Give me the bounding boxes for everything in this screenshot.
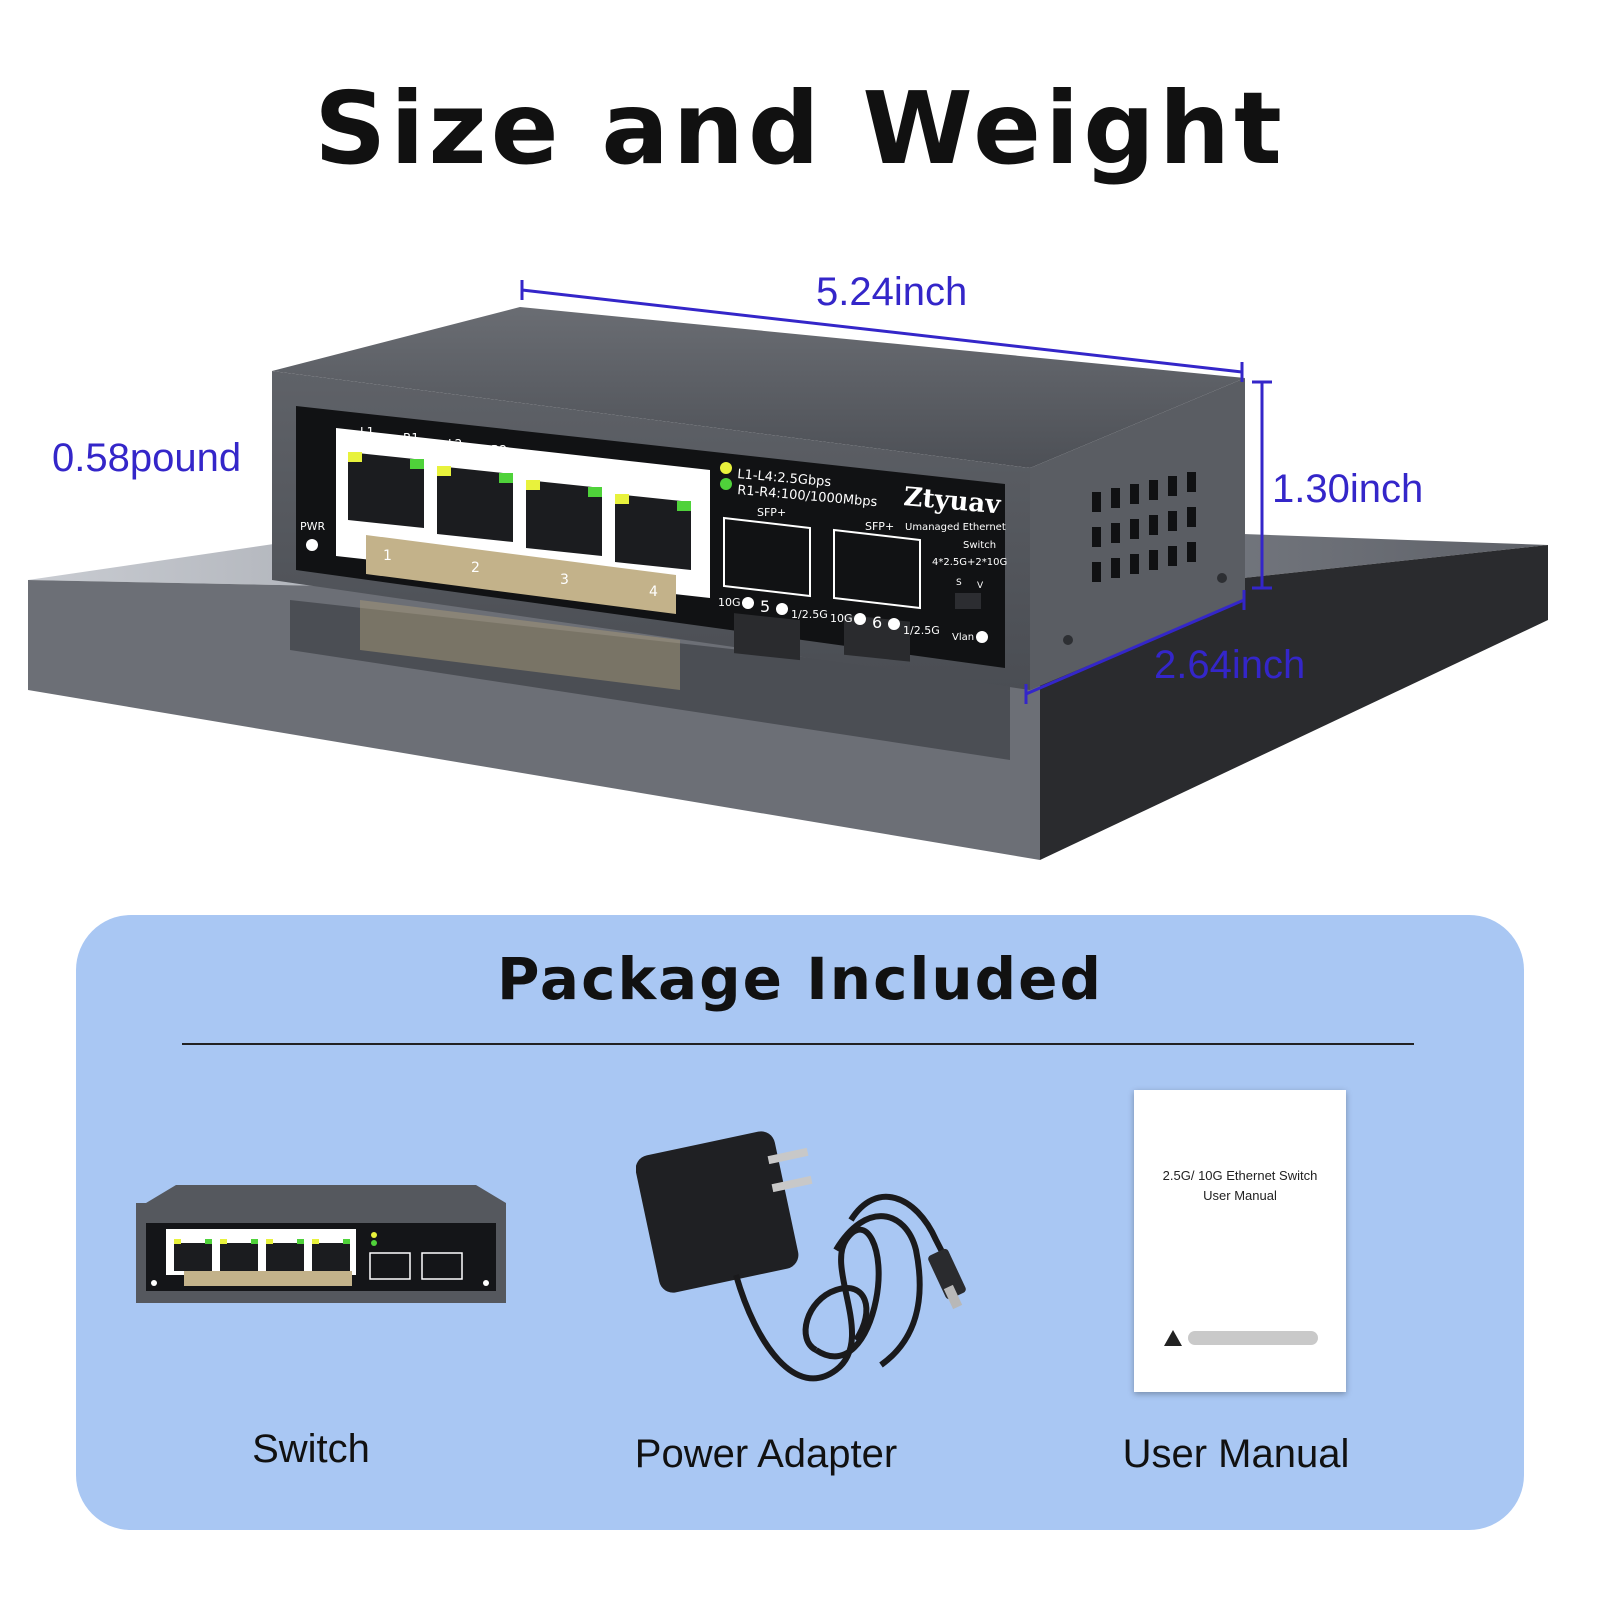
width-dimension: 5.24inch xyxy=(816,270,968,314)
led-label: R1 xyxy=(403,431,419,445)
rj45-port-4 xyxy=(615,494,691,570)
led-icon xyxy=(854,613,866,625)
vlan-led-icon xyxy=(976,631,988,643)
page-title: Size and Weight xyxy=(314,70,1286,187)
led-label: L3 xyxy=(537,450,551,464)
speed-label: 1/2.5G xyxy=(791,608,828,621)
power-adapter-image xyxy=(636,1131,966,1382)
switch-v-label: V xyxy=(977,581,984,591)
led-icon xyxy=(526,480,540,490)
led-icon xyxy=(615,494,629,504)
led-icon xyxy=(410,459,424,469)
led-label: R3 xyxy=(580,456,596,470)
dimension-lines xyxy=(520,280,1272,704)
warning-icon xyxy=(1164,1330,1182,1346)
sfp-port-5 xyxy=(723,516,811,598)
manual-title: 2.5G/ 10G Ethernet Switch xyxy=(1162,1168,1318,1183)
port-number: 4 xyxy=(649,584,658,600)
switch-s-label: S xyxy=(956,578,962,588)
led-icon xyxy=(499,473,513,483)
divider xyxy=(182,1043,1414,1045)
sfp-label: SFP+ xyxy=(865,520,894,533)
led-label: R4 xyxy=(669,469,685,483)
rj45-port-1 xyxy=(348,452,424,528)
depth-dimension: 2.64inch xyxy=(1154,643,1306,687)
led-icon xyxy=(742,597,754,609)
led-icon xyxy=(348,452,362,462)
led-label: L1 xyxy=(360,425,374,439)
speed-label: 10G xyxy=(718,596,741,609)
sfp-number: 6 xyxy=(872,613,882,632)
brand-subtitle: Umanaged Ethernet xyxy=(905,522,1006,533)
width-line xyxy=(521,288,1243,374)
pwr-led-icon xyxy=(306,539,318,551)
package-panel: Package Included Switch Power Adapter xyxy=(76,915,1524,1530)
brand-spec: 4*2.5G+2*10G xyxy=(932,557,1007,568)
manual-subtitle: User Manual xyxy=(1203,1188,1277,1203)
sfp-cage xyxy=(734,613,800,661)
item-label-user-manual: User Manual xyxy=(1122,1432,1350,1476)
package-title: Package Included xyxy=(496,945,1104,1013)
user-manual-image: 2.5G/ 10G Ethernet Switch User Manual xyxy=(1134,1090,1346,1392)
port-number-strip xyxy=(366,535,676,614)
port-number: 3 xyxy=(560,572,569,588)
led-icon xyxy=(437,466,451,476)
speed-label: 10G xyxy=(830,612,853,625)
sfp-number: 5 xyxy=(760,597,770,616)
port-number: 1 xyxy=(383,548,392,564)
screw-icon xyxy=(1217,573,1227,583)
switch-thumbnail xyxy=(136,1185,506,1303)
yellow-led-icon xyxy=(720,462,732,474)
rj45-port-3 xyxy=(526,480,602,556)
vlan-toggle xyxy=(955,593,981,609)
item-label-power-adapter: Power Adapter xyxy=(634,1432,898,1476)
warning-note xyxy=(1188,1331,1318,1345)
sfp-label: SFP+ xyxy=(757,506,786,519)
port-number: 2 xyxy=(471,560,480,576)
led-label: R2 xyxy=(491,443,507,457)
switch-illustration: L1 R1 L2 R2 L3 R3 L4 R4 1 2 3 4 PWR L1-L… xyxy=(28,280,1548,860)
led-label: L2 xyxy=(448,437,462,451)
screw-icon xyxy=(1063,635,1073,645)
vlan-label: Vlan xyxy=(952,632,974,643)
led-icon xyxy=(888,618,900,630)
green-led-icon xyxy=(720,478,732,490)
brand-subtitle: Switch xyxy=(963,540,996,551)
pwr-label: PWR xyxy=(300,520,326,533)
weight-label: 0.58pound xyxy=(52,436,242,480)
led-icon xyxy=(588,487,602,497)
sfp-port-6 xyxy=(833,528,921,610)
depth-line xyxy=(1025,598,1245,696)
side-vents xyxy=(1092,472,1196,582)
height-dimension: 1.30inch xyxy=(1272,467,1424,511)
item-label-switch: Switch xyxy=(252,1427,370,1471)
led-icon xyxy=(776,603,788,615)
led-icon xyxy=(677,501,691,511)
speed-label: 1/2.5G xyxy=(903,624,940,637)
led-label: L4 xyxy=(626,463,640,477)
rj45-port-2 xyxy=(437,466,513,542)
